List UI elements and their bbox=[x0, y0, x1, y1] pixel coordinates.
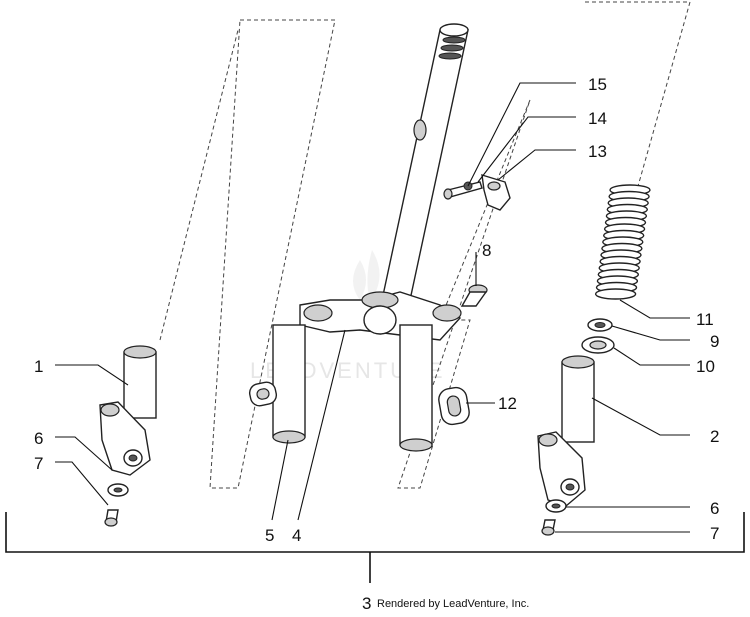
credit-text: Rendered by LeadVenture, Inc. bbox=[377, 598, 529, 610]
callout-6-right: 6 bbox=[710, 499, 719, 518]
slider-tube-right bbox=[561, 355, 595, 443]
seal-10 bbox=[581, 336, 615, 354]
callout-13: 13 bbox=[588, 142, 607, 161]
callout-7-right: 7 bbox=[710, 524, 719, 543]
spring-11 bbox=[594, 184, 651, 300]
callout-4: 4 bbox=[292, 526, 301, 545]
callout-6-left: 6 bbox=[34, 429, 43, 448]
right-fork-leg bbox=[399, 324, 433, 452]
callout-8: 8 bbox=[482, 241, 491, 260]
bolt-7-left bbox=[104, 509, 119, 527]
callout-15: 15 bbox=[588, 75, 607, 94]
pin-15 bbox=[443, 181, 483, 200]
callout-2: 2 bbox=[710, 427, 719, 446]
right-assembly-outline bbox=[585, 1, 691, 251]
callout-11: 11 bbox=[696, 310, 714, 329]
left-fork-leg bbox=[272, 324, 306, 444]
callout-1: 1 bbox=[34, 357, 43, 376]
fork-crown bbox=[299, 291, 462, 341]
callout-7-left: 7 bbox=[34, 454, 43, 473]
washer-6-right bbox=[545, 499, 567, 513]
callout-14: 14 bbox=[588, 109, 607, 128]
callout-9: 9 bbox=[710, 332, 719, 351]
slot-plate-left bbox=[248, 381, 278, 407]
left-assembly-outline bbox=[209, 19, 336, 489]
bolt-7-right bbox=[541, 519, 556, 536]
bolt-8 bbox=[460, 284, 488, 307]
assembly-bracket bbox=[5, 512, 745, 553]
callout-10: 10 bbox=[696, 357, 715, 376]
tube-dash-guide bbox=[159, 29, 239, 341]
leader-lines bbox=[55, 82, 690, 533]
callout-3: 3 bbox=[362, 594, 371, 613]
callout-5: 5 bbox=[265, 526, 274, 545]
bracket-13 bbox=[481, 174, 511, 211]
fork-lug-right bbox=[537, 431, 586, 507]
watermark-logo-icon bbox=[353, 250, 380, 302]
spring-coil bbox=[594, 288, 637, 300]
fork-lug-left bbox=[99, 401, 151, 476]
slider-tube-left bbox=[123, 345, 157, 419]
fork-steering-tube bbox=[381, 23, 469, 301]
slot-plate-right bbox=[438, 386, 470, 426]
washer-6-left bbox=[107, 483, 129, 497]
washer-9 bbox=[587, 318, 613, 332]
callout-12: 12 bbox=[498, 394, 517, 413]
